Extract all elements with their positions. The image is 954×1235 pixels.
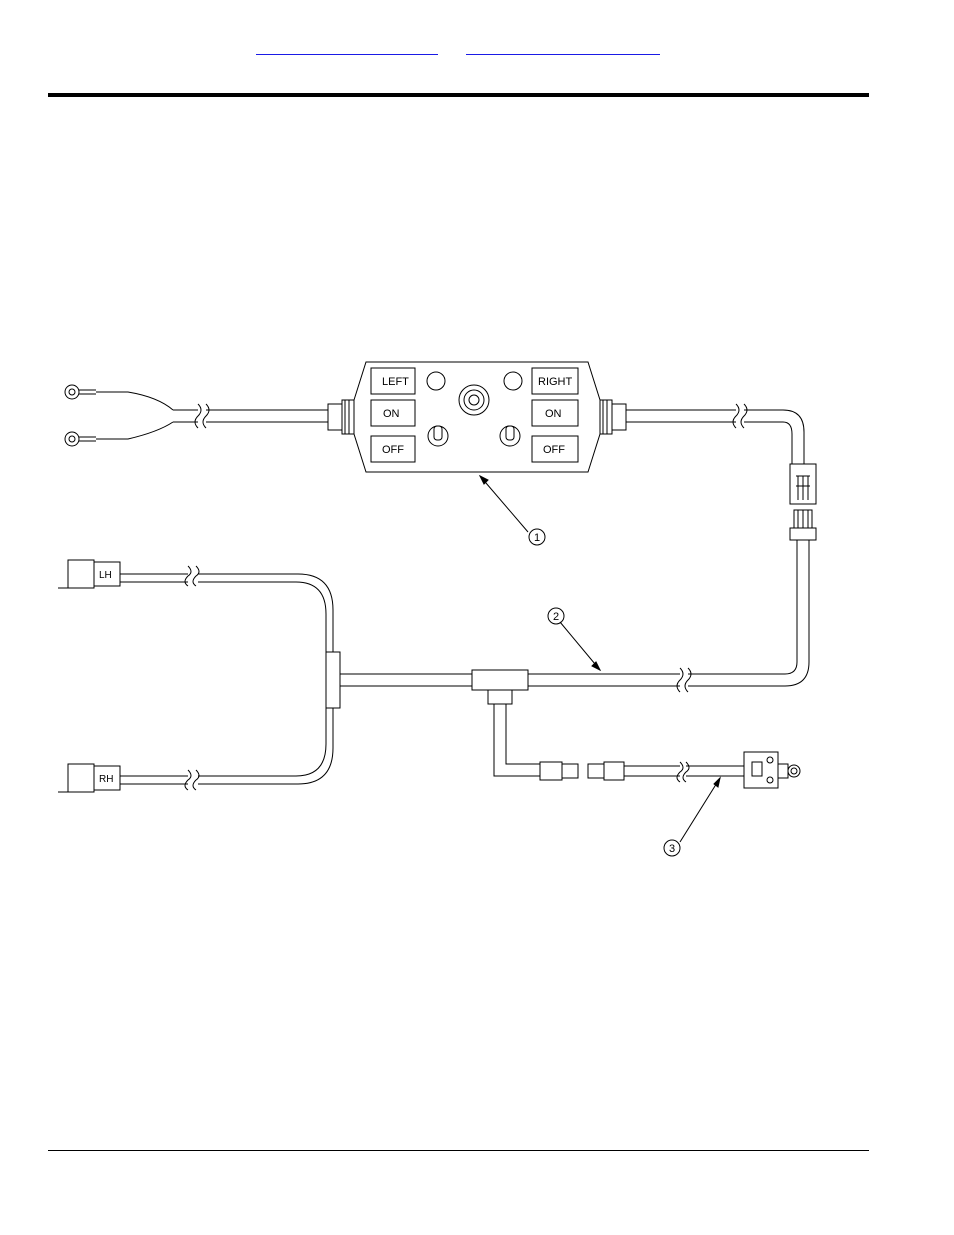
header-link-1[interactable] <box>256 40 438 55</box>
label-on-right: ON <box>545 408 562 420</box>
label-rh: RH <box>99 774 113 785</box>
callout-3-leader <box>680 778 720 842</box>
callout-1-leader <box>480 476 528 532</box>
label-on-left: ON <box>383 408 400 420</box>
callout-3-number: 3 <box>669 843 675 855</box>
three-pin-connector <box>790 464 816 540</box>
wiring-harness-diagram: LEFT ON OFF RIGHT ON OFF LH RH 1 2 3 <box>48 352 828 864</box>
speed-sensor <box>744 752 800 788</box>
label-off-left: OFF <box>382 444 404 456</box>
ring-terminal-top <box>65 385 173 410</box>
label-off-right: OFF <box>543 444 565 456</box>
label-lh: LH <box>99 570 112 581</box>
callout-2-number: 2 <box>553 611 559 623</box>
tee-junction-left <box>326 652 340 708</box>
cable-gland-left <box>328 400 354 434</box>
bottom-rule <box>48 1150 869 1151</box>
label-right: RIGHT <box>538 376 573 388</box>
two-pin-connector <box>540 762 624 780</box>
cable-gland-right <box>600 400 626 434</box>
header-link-2[interactable] <box>466 40 660 55</box>
ring-terminal-bottom <box>65 422 173 446</box>
tee-junction-right <box>472 670 528 704</box>
callout-2-leader <box>560 622 600 670</box>
label-left: LEFT <box>382 376 409 388</box>
callout-1-number: 1 <box>534 532 540 544</box>
top-rule <box>48 93 869 97</box>
